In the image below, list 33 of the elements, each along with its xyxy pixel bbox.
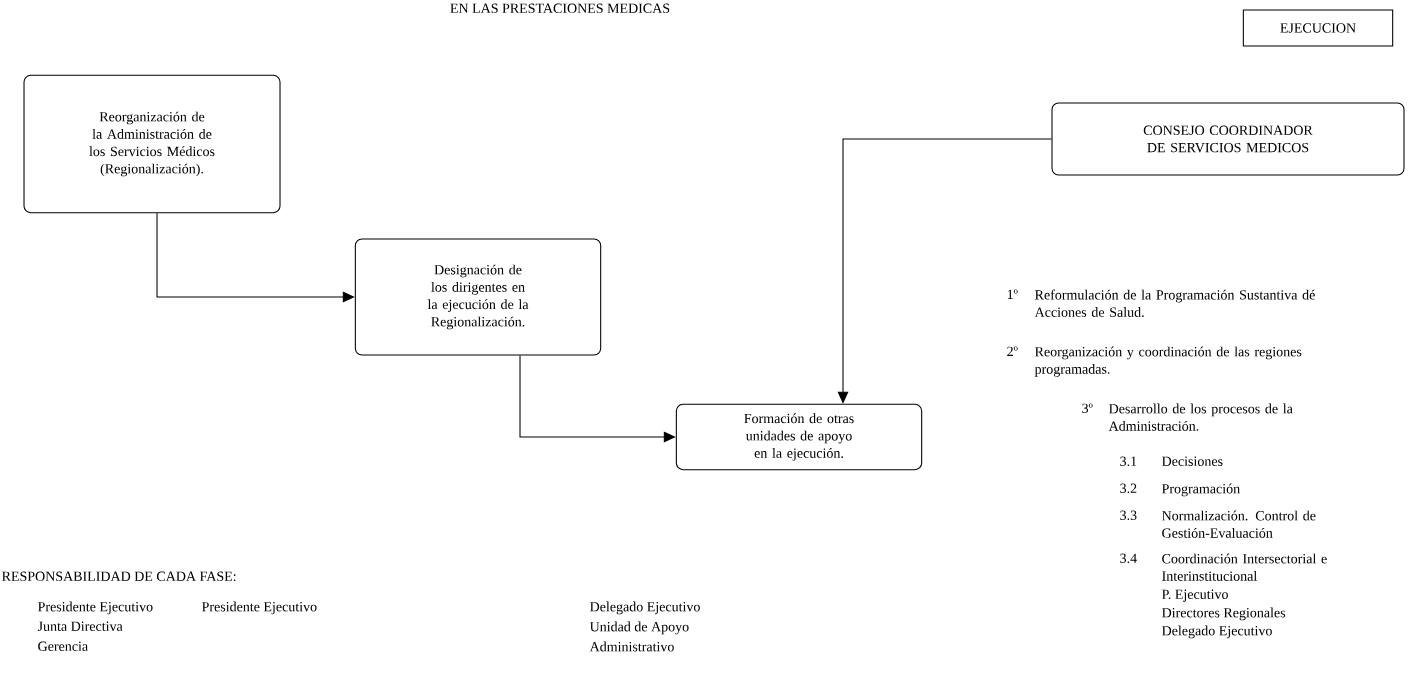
list-number: 3º [1082,403,1093,414]
process-box: Formación de otras unidades de apoyo en la ejecución. [675,403,923,471]
list-text: Reorganización y coordinación de las regiones programadas. [1034,346,1302,377]
responsible-text: Presidente Ejecutivo [38,601,153,615]
list-number: 3.2 [1120,483,1137,494]
list-number: 2º [1007,346,1018,356]
responsible-text: Administrativo [589,641,674,652]
list-text: Reformulación de la Programación Sustantiva dé Acciones de Salud. [1034,289,1315,317]
list-text: Decisiones [1162,456,1223,466]
list-text: Delegado Ejecutivo [1162,625,1272,639]
list-number: 3.4 [1120,553,1137,564]
list-text: Normalización. Control de Gestión-Evaluación [1162,510,1316,538]
list-number: 3.3 [1120,510,1137,521]
arrow [156,212,355,303]
list-number: 1º [1007,289,1018,299]
title: EN LAS PRESTACIONES MEDICAS [450,3,670,13]
responsible-text: Presidente Ejecutivo [202,601,317,615]
responsible-text: Unidad de Apoyo [589,621,689,635]
process-box: Reorganización de la Administración de los Servicios Médicos (Regionalización). [23,74,281,214]
section-heading: RESPONSABILIDAD DE CADA FASE: [2,571,236,582]
arrow [519,355,676,443]
responsible-text: Delegado Ejecutivo [590,601,700,615]
responsible-text: Junta Directiva [37,621,123,631]
list-text: Programación [1162,483,1240,497]
list-text: P. Ejecutivo [1162,589,1228,602]
phase-box: EJECUCION [1242,9,1394,47]
list-number: 3.1 [1120,456,1137,467]
process-box: CONSEJO COORDINADOR DE SERVICIOS MEDICOS [1051,102,1405,176]
list-text: Coordinación Intersectorial e Interinstitucional [1162,553,1327,581]
process-box: Designación de los dirigentes en la ejecución de la Regionalización. [354,238,602,356]
list-text: Directores Regionales [1162,607,1286,621]
list-text: Desarrollo de los procesos de la Administración. [1108,403,1293,431]
responsible-text: Gerencia [38,641,88,651]
